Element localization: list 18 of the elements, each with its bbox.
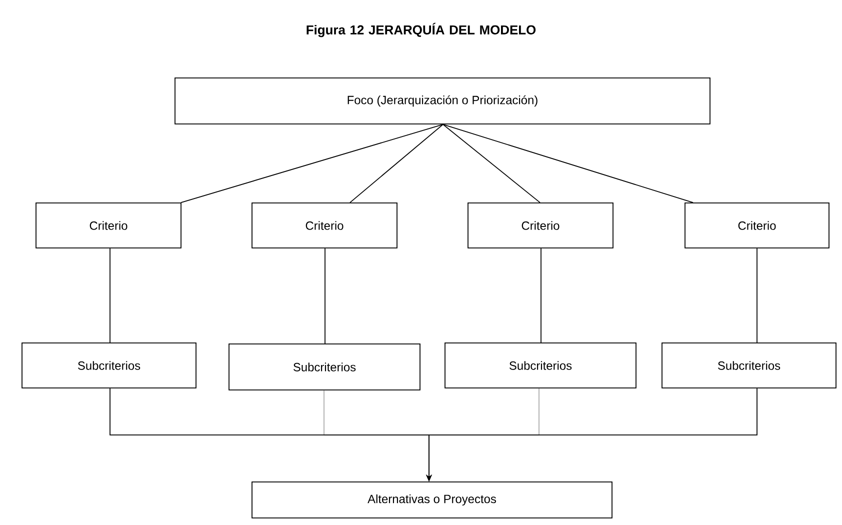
- text-box: Foco (Jerarquización o Priorización): [174, 78, 710, 124]
- text-box: Alternativas o Proyectos: [252, 482, 612, 518]
- text-box: Criterio: [252, 202, 398, 248]
- text-box: Criterio: [684, 202, 830, 248]
- text-box: Subcriterios: [228, 344, 420, 390]
- connector: [350, 124, 444, 203]
- connector: [756, 248, 758, 343]
- connector: [324, 248, 326, 344]
- text-box: Subcriterios: [444, 342, 636, 388]
- text-box: Criterio: [468, 202, 614, 248]
- connector: [180, 124, 444, 203]
- figure-title: Figura 12 JERARQUÍA DEL MODELO: [306, 22, 536, 38]
- connector: [442, 124, 540, 203]
- connector: [442, 124, 694, 203]
- connector: [540, 248, 542, 343]
- text-box: Subcriterios: [22, 342, 196, 388]
- text-box: Criterio: [36, 202, 182, 248]
- text-box: Subcriterios: [662, 342, 836, 388]
